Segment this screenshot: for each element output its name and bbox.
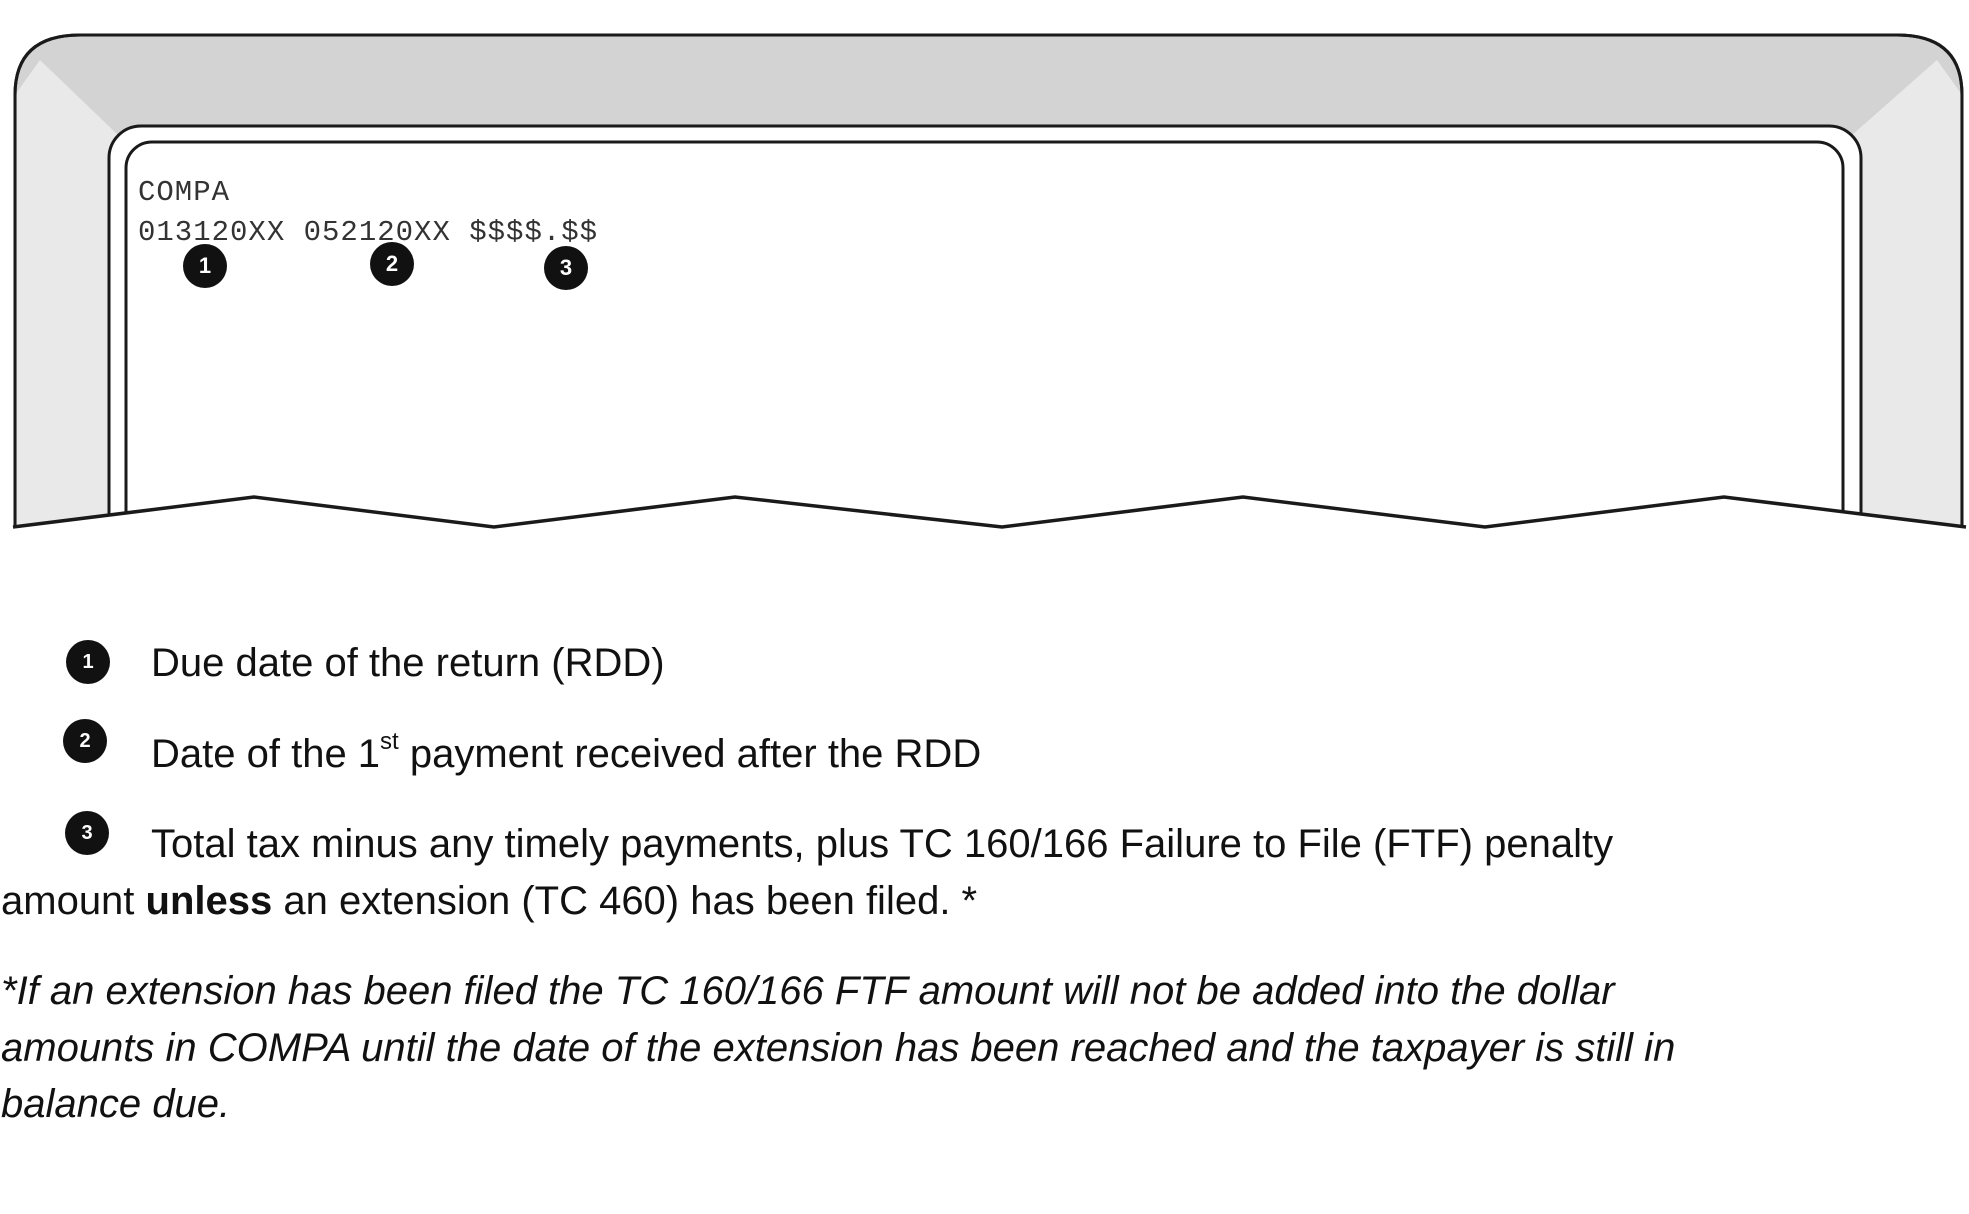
torn-edge [12, 495, 1967, 529]
callout-badge-1: 1 [183, 244, 227, 288]
screen-area [124, 140, 1845, 564]
legend-badge-2: 2 [63, 719, 107, 763]
legend-badge-1: 1 [66, 640, 110, 684]
legend-item-3-line2: amount unless an extension (TC 460) has … [1, 879, 978, 923]
legend-badge-3: 3 [65, 811, 109, 855]
screen-data-line: 013120XX 052120XX $$$$.$$ [138, 216, 599, 249]
bezel-left-side [17, 60, 118, 527]
footnote-line-2: amounts in COMPA until the date of the e… [1, 1026, 1676, 1070]
legend-item-1: Due date of the return (RDD) [151, 641, 665, 685]
footnote-line-3: balance due. [1, 1082, 231, 1126]
screen-command: COMPA [138, 176, 231, 209]
legend-item-3-line1: Total tax minus any timely payments, plu… [151, 822, 1614, 866]
callout-badge-3: 3 [544, 246, 588, 290]
legend-item-2: Date of the 1st payment received after t… [151, 728, 982, 776]
callout-badge-2: 2 [370, 242, 414, 286]
bezel-right-side [1852, 60, 1960, 527]
footnote-line-1: *If an extension has been filed the TC 1… [1, 969, 1615, 1013]
torn-edge-mask [0, 497, 1969, 600]
